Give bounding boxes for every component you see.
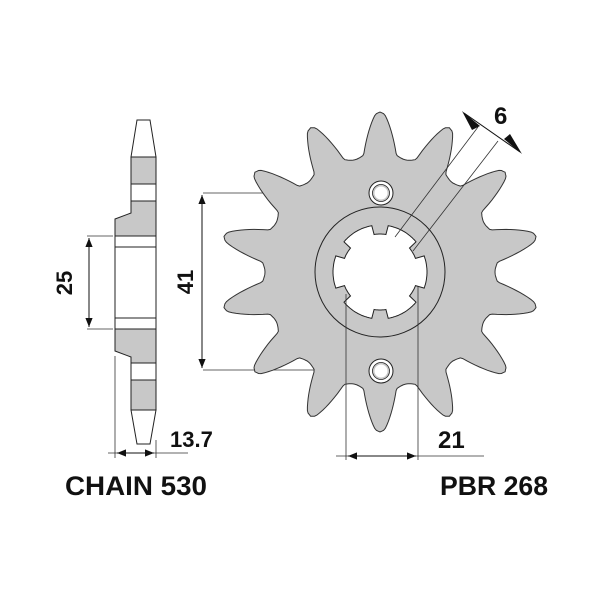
bolt-hole-top: [368, 180, 394, 206]
hub-thickness-label: 25: [52, 271, 77, 295]
side-hub-bore: [114, 246, 157, 319]
part-number-label: PBR 268: [440, 471, 548, 501]
side-top-white-band: [130, 183, 157, 202]
side-top-tooth-band: [130, 156, 157, 185]
side-profile-view: [114, 119, 157, 445]
key-width-label: 6: [494, 103, 507, 130]
front-view-sprocket: [223, 111, 537, 433]
side-hub-shoulder-bottom: [114, 328, 157, 364]
dimension-tooth-width: 13.7: [108, 356, 213, 458]
dimension-spline-diameter: 21: [336, 286, 484, 460]
splined-bore: [332, 225, 428, 319]
side-hub-white-bottom: [114, 317, 157, 330]
dimension-key-width: 6: [394, 103, 522, 252]
side-hub-white-top: [114, 235, 157, 248]
side-bottom-tooth-tip: [130, 409, 157, 445]
side-bottom-tooth-band: [130, 379, 157, 411]
side-top-tooth-tip: [130, 119, 157, 158]
chain-label: CHAIN 530: [65, 471, 207, 501]
dimension-bolt-spacing: 41: [173, 192, 376, 371]
bolt-hole-bottom: [368, 358, 394, 384]
bolt-spacing-label: 41: [173, 270, 198, 294]
tooth-width-label: 13.7: [170, 427, 213, 452]
dimension-hub-thickness: 25: [52, 235, 113, 330]
side-bottom-white-band: [130, 362, 157, 381]
spline-diameter-label: 21: [438, 427, 465, 454]
hub-ring: [314, 206, 446, 338]
side-hub-shoulder-top: [114, 200, 157, 237]
